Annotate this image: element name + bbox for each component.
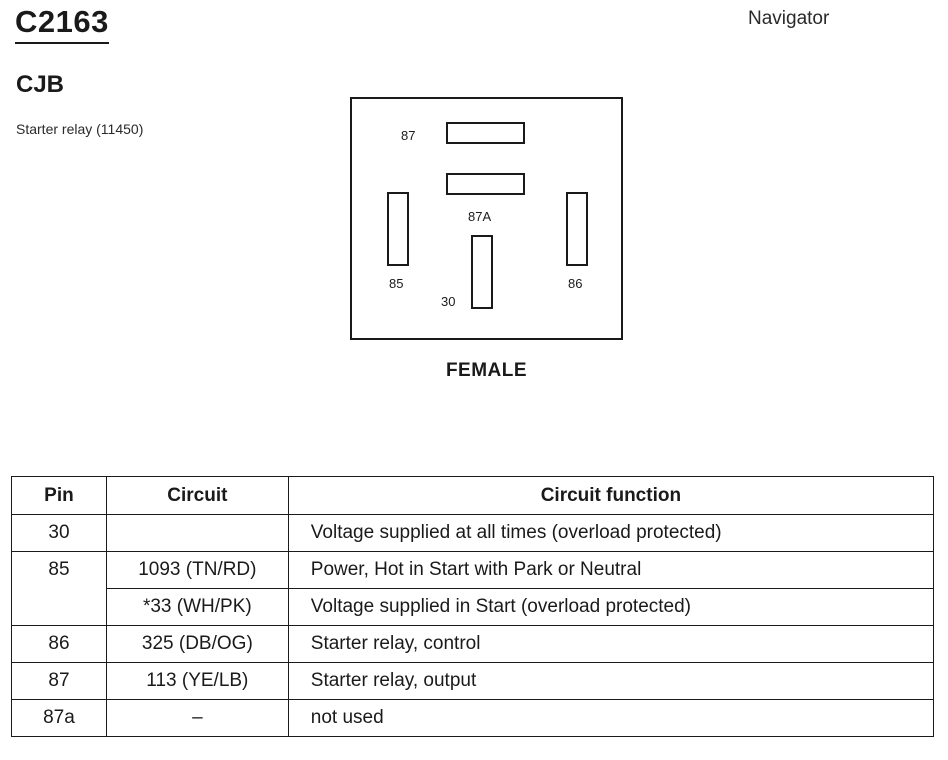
vehicle-name: Navigator [748, 8, 830, 29]
table-header-row: Pin Circuit Circuit function [11, 476, 935, 515]
cell-circuit [105, 514, 289, 552]
cell-pin: 87 [11, 662, 107, 700]
cell-circuit: *33 (WH/PK) [105, 588, 289, 626]
cell-pin [11, 588, 107, 626]
table-row: 85 1093 (TN/RD) Power, Hot in Start with… [11, 551, 935, 589]
connector-gender: FEMALE [445, 360, 528, 381]
pin-label-85: 85 [389, 276, 404, 291]
table-row: *33 (WH/PK) Voltage supplied in Start (o… [11, 588, 935, 626]
cell-function: Voltage supplied at all times (overload … [287, 514, 935, 552]
cell-pin: 86 [11, 625, 107, 663]
cell-function: Starter relay, output [287, 662, 935, 700]
pin-label-30: 30 [441, 294, 456, 309]
cell-circuit: – [105, 699, 289, 737]
header-pin: Pin [11, 476, 107, 515]
pin-table: Pin Circuit Circuit function 30 Voltage … [11, 476, 935, 737]
cell-function: Power, Hot in Start with Park or Neutral [287, 551, 935, 589]
cell-circuit: 113 (YE/LB) [105, 662, 289, 700]
cell-circuit: 1093 (TN/RD) [105, 551, 289, 589]
pin-label-87a: 87A [468, 209, 492, 224]
cell-pin: 30 [11, 514, 107, 552]
pin-slot-85 [387, 192, 409, 266]
pin-slot-87 [446, 122, 525, 144]
pin-slot-30 [471, 235, 493, 309]
cell-circuit: 325 (DB/OG) [105, 625, 289, 663]
cell-function: not used [287, 699, 935, 737]
cell-pin: 87a [11, 699, 107, 737]
connector-face-view: 87 87A 85 86 30 [350, 97, 623, 340]
table-row: 87a – not used [11, 699, 935, 737]
cell-function: Voltage supplied in Start (overload prot… [287, 588, 935, 626]
cell-function: Starter relay, control [287, 625, 935, 663]
cell-pin: 85 [11, 551, 107, 589]
connector-id: C2163 [15, 4, 109, 44]
header-function: Circuit function [287, 476, 935, 515]
connector-location: CJB [16, 71, 65, 98]
component-name: Starter relay (11450) [16, 121, 144, 137]
pin-label-86: 86 [568, 276, 583, 291]
table-row: 86 325 (DB/OG) Starter relay, control [11, 625, 935, 663]
table-row: 30 Voltage supplied at all times (overlo… [11, 514, 935, 552]
pin-slot-86 [566, 192, 588, 266]
pin-label-87: 87 [401, 128, 416, 143]
pin-slot-87a [446, 173, 525, 195]
header-circuit: Circuit [105, 476, 289, 515]
table-row: 87 113 (YE/LB) Starter relay, output [11, 662, 935, 700]
